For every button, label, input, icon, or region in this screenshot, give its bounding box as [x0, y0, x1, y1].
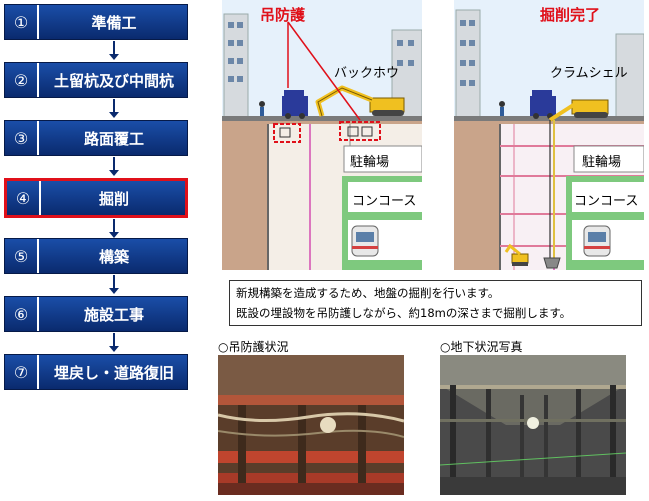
note-line-2: 既設の埋設物を吊防護しながら、約18mの深さまで掘削します。 [236, 306, 572, 320]
step-arrow-icon [109, 99, 119, 118]
cross-section-drawing [222, 0, 422, 270]
photo-caption-underground: ○地下状況写真 [440, 340, 523, 354]
step-number: ⑦ [5, 355, 39, 389]
suspension-protection-callout: 吊防護 [260, 6, 306, 24]
parking-label: 駐輪場 [582, 155, 622, 170]
step-label: 路面覆工 [83, 129, 144, 148]
step-label: 施設工事 [83, 305, 144, 324]
step-2[interactable]: ② 土留杭及び中間杭 [4, 62, 188, 98]
concourse-label: コンコース [352, 194, 417, 209]
step-arrow-icon [109, 219, 119, 238]
step-label: 掘削 [98, 189, 129, 208]
step-number: ⑤ [5, 239, 39, 273]
photo-image [440, 355, 626, 495]
step-number: ① [5, 5, 39, 39]
step-number: ⑥ [5, 297, 39, 331]
diagram-excavation-protection: 吊防護 バックホウ 駐輪場 コンコース [222, 0, 422, 270]
diagram-excavation-complete: 掘削完了 クラムシェル 駐輪場 コンコース [454, 0, 644, 270]
step-label: 構築 [98, 247, 129, 266]
step-1[interactable]: ① 準備工 [4, 4, 188, 40]
step-6[interactable]: ⑥ 施設工事 [4, 296, 188, 332]
step-label: 埋戻し・道路復旧 [53, 363, 174, 382]
parking-label: 駐輪場 [350, 155, 390, 170]
clamshell-label: クラムシェル [550, 66, 628, 81]
step-7[interactable]: ⑦ 埋戻し・道路復旧 [4, 354, 188, 390]
photo-underground-status [440, 355, 626, 495]
step-arrow-icon [109, 333, 119, 352]
photo-image [218, 355, 404, 495]
photo-suspension-protection [218, 355, 404, 495]
step-arrow-icon [109, 41, 119, 60]
step-4-current[interactable]: ④ 掘削 [4, 178, 188, 218]
cross-section-drawing [454, 0, 644, 270]
description-note: 新規構築を造成するため、地盤の掘削を行います。 既設の埋設物を吊防護しながら、約… [229, 280, 642, 326]
concourse-label: コンコース [574, 194, 639, 209]
step-number: ④ [7, 181, 41, 215]
note-line-1: 新規構築を造成するため、地盤の掘削を行います。 [236, 286, 500, 300]
step-number: ② [5, 63, 39, 97]
excavation-complete-callout: 掘削完了 [540, 6, 601, 24]
step-3[interactable]: ③ 路面覆工 [4, 120, 188, 156]
step-arrow-icon [109, 157, 119, 176]
step-label: 準備工 [91, 13, 137, 32]
step-number: ③ [5, 121, 39, 155]
photo-caption-protection: ○吊防護状況 [218, 340, 289, 354]
backhoe-label: バックホウ [334, 66, 400, 81]
step-arrow-icon [109, 275, 119, 294]
process-step-list: ① 準備工 ② 土留杭及び中間杭 ③ 路面覆工 ④ 掘削 ⑤ 構築 ⑥ 施設工事… [0, 0, 200, 400]
step-5[interactable]: ⑤ 構築 [4, 238, 188, 274]
step-label: 土留杭及び中間杭 [53, 71, 174, 90]
